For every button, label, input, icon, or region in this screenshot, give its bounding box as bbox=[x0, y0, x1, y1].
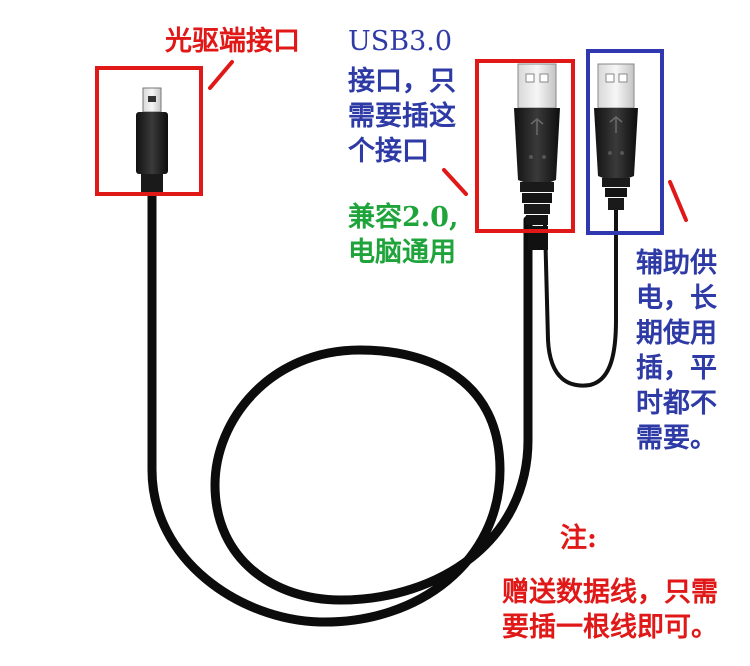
note-title: 注: bbox=[560, 523, 597, 554]
note-line-2: 要插一根线即可。 bbox=[502, 612, 718, 643]
compat-line-1: 兼容2.0, bbox=[348, 202, 459, 233]
aux-line-1: 辅助供 bbox=[636, 248, 717, 279]
usb3-line-1: 接口，只 bbox=[348, 66, 456, 97]
aux-line-2: 电，长 bbox=[636, 283, 717, 314]
note-text: 赠送数据线，只需 要插一根线即可。 bbox=[502, 575, 718, 645]
main-cable bbox=[147, 185, 533, 627]
aux-line-4: 插，平 bbox=[636, 353, 717, 384]
compatibility-note: 兼容2.0, 电脑通用 bbox=[348, 200, 458, 270]
drive-pointer bbox=[208, 60, 234, 90]
aux-highlight-box bbox=[586, 49, 664, 235]
usb3-pointer bbox=[442, 168, 468, 196]
usb3-description: 接口，只 需要插这 个接口 bbox=[348, 64, 456, 169]
usb3-highlight-box bbox=[475, 59, 575, 233]
aux-line-6: 需要。 bbox=[636, 423, 717, 454]
aux-power-note: 辅助供 电，长 期使用 插，平 时都不 需要。 bbox=[636, 246, 717, 456]
optical-drive-port-label: 光驱端接口 bbox=[165, 26, 300, 57]
aux-line-3: 期使用 bbox=[636, 318, 717, 349]
mini-usb-plug bbox=[136, 87, 168, 192]
aux-usb-plug bbox=[594, 63, 638, 210]
aux-line-5: 时都不 bbox=[636, 388, 717, 419]
usb3-line-2: 需要插这 bbox=[348, 101, 456, 132]
usb3-plug bbox=[514, 63, 560, 225]
mini-usb-highlight-box bbox=[95, 66, 203, 196]
usb3-title-label: USB3.0 bbox=[348, 26, 453, 57]
aux-cable bbox=[543, 208, 618, 388]
aux-pointer bbox=[668, 180, 688, 222]
compat-line-2: 电脑通用 bbox=[348, 237, 456, 268]
usb3-line-3: 个接口 bbox=[348, 136, 429, 167]
note-line-1: 赠送数据线，只需 bbox=[502, 577, 718, 608]
